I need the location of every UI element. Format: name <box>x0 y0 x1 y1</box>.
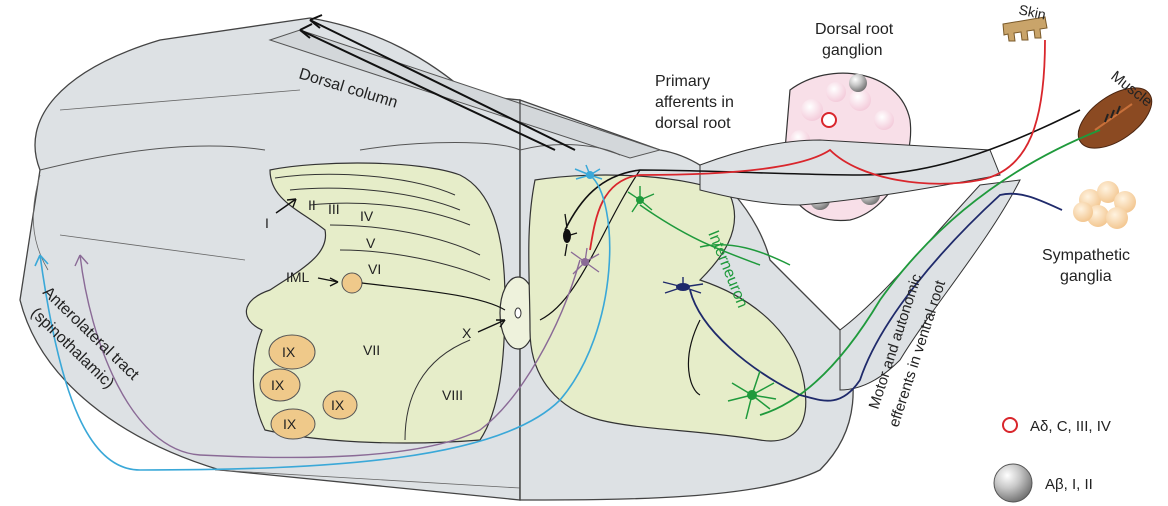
skin-label: Skin <box>1017 1 1047 22</box>
dorsal-root-ganglion-label-2: ganglion <box>822 42 883 59</box>
large-fiber-legend-icon <box>994 464 1032 502</box>
primary-afferents-label-2: afferents in <box>655 94 734 111</box>
large-fiber-legend-label: Aβ, I, II <box>1045 476 1093 493</box>
lamina-ix-label: IX <box>271 377 285 393</box>
sympathetic-ganglia-label-2: ganglia <box>1060 268 1112 285</box>
lamina-iii-label: III <box>328 201 340 217</box>
lamina-ix-label: IX <box>282 344 296 360</box>
sympathetic-ganglia-icon <box>1073 181 1136 229</box>
primary-afferents-label-3: dorsal root <box>655 115 731 132</box>
lamina-i-label: I <box>265 215 269 231</box>
lamina-vii-label: VII <box>363 342 380 358</box>
iml-label: IML <box>286 269 310 285</box>
legend: Aδ, C, III, IV Aβ, I, II <box>994 418 1111 502</box>
lamina-vi-label: VI <box>368 261 381 277</box>
primary-afferents-label-1: Primary <box>655 73 710 90</box>
lamina-ix-label: IX <box>283 416 297 432</box>
lamina-x-label: X <box>462 325 472 341</box>
dorsal-root-ganglion-label-1: Dorsal root <box>815 21 894 38</box>
lamina-iv-label: IV <box>360 208 374 224</box>
central-canal <box>515 308 521 318</box>
lamina-ii-label: II <box>308 197 316 213</box>
small-ganglion-cell <box>822 113 836 127</box>
sympathetic-ganglia-label-1: Sympathetic <box>1042 247 1130 264</box>
lamina-viii-label: VIII <box>442 387 463 403</box>
small-fiber-legend-label: Aδ, C, III, IV <box>1030 418 1111 435</box>
lamina-v-label: V <box>366 235 376 251</box>
muscle-icon <box>1068 76 1162 160</box>
lamina-ix-label: IX <box>331 397 345 413</box>
small-fiber-legend-icon <box>1003 418 1017 432</box>
iml-nucleus <box>342 273 362 293</box>
